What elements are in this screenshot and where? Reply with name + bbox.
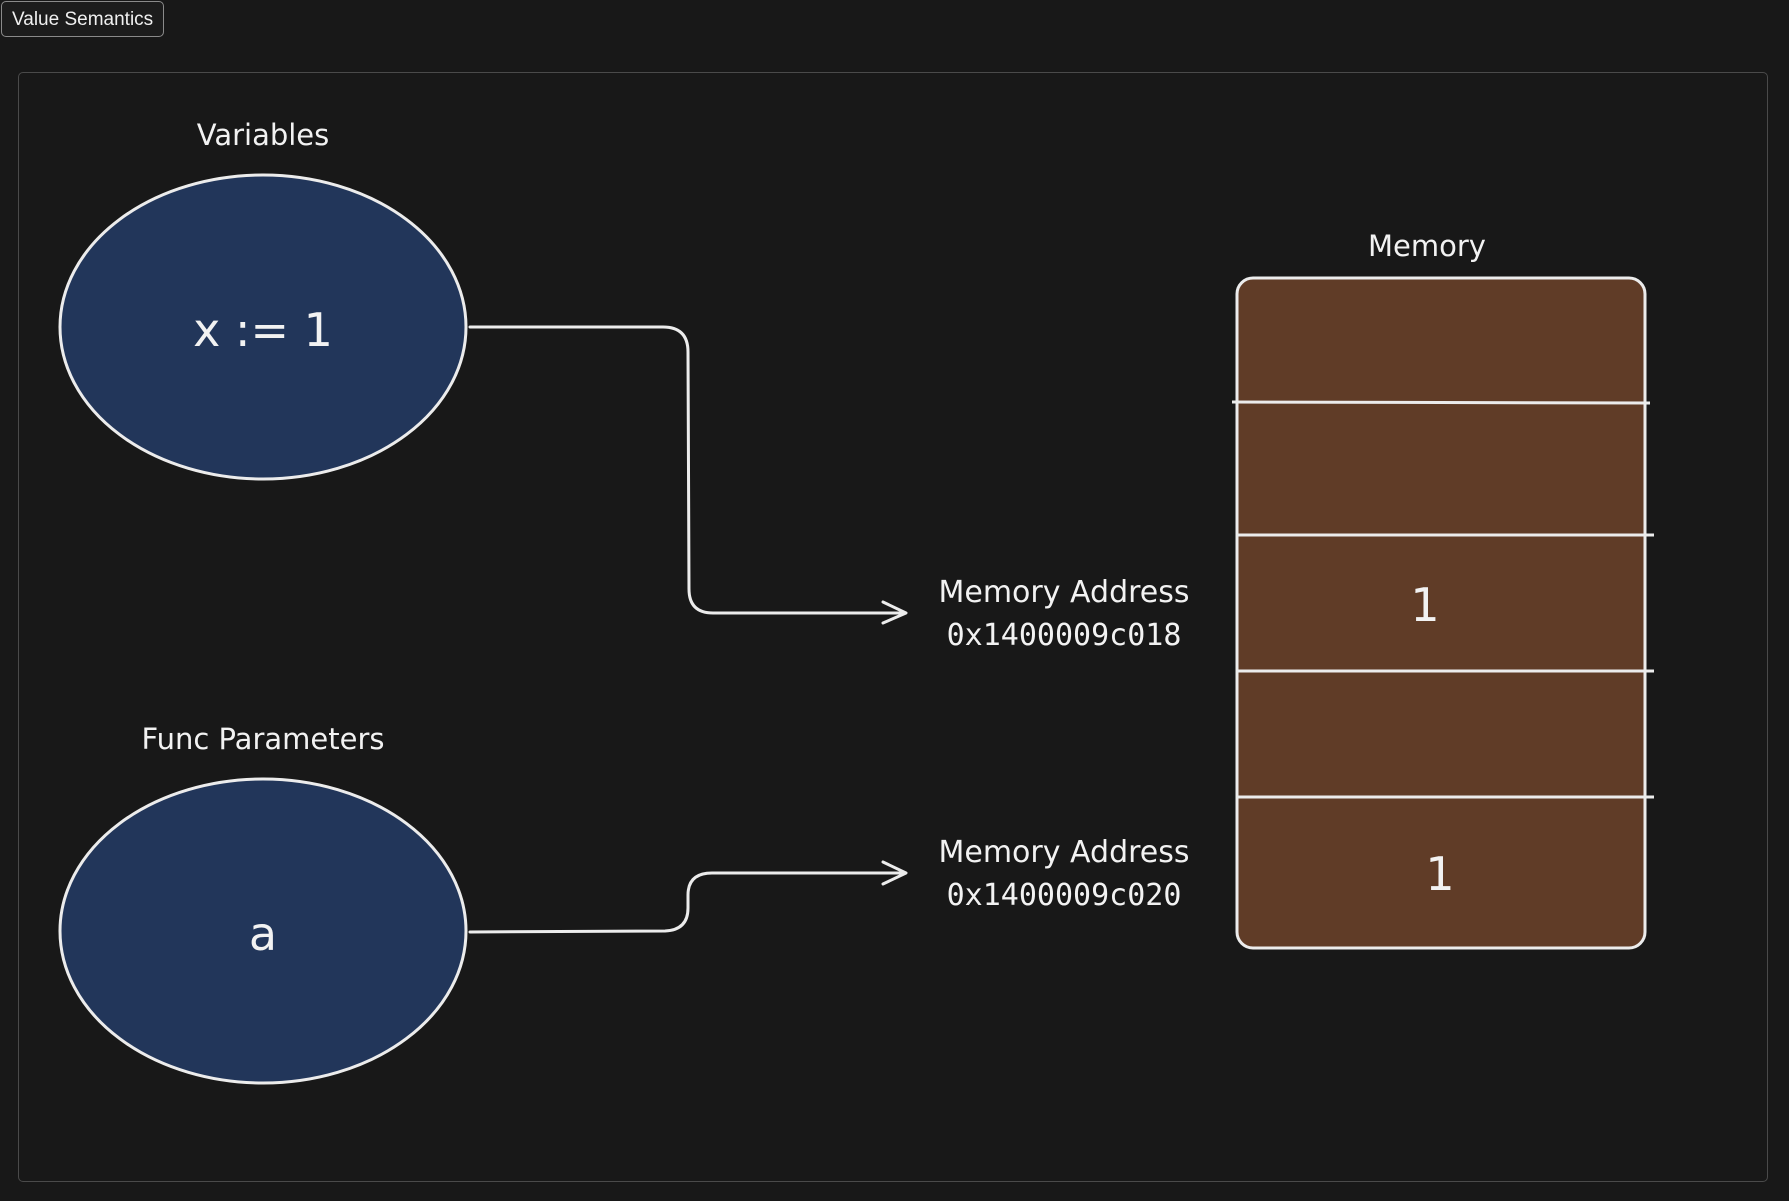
parameter-node-text: a <box>249 907 277 961</box>
parameter-to-address-arrow <box>468 860 908 934</box>
variables-heading: Variables <box>197 118 330 152</box>
memory-cell-5-value: 1 <box>1425 847 1454 901</box>
memory-cell-divider <box>1231 400 1651 405</box>
variable-to-address-arrow <box>468 325 908 625</box>
memory-cell-3-value: 1 <box>1410 578 1439 632</box>
parameter-node[interactable]: a <box>58 777 468 1085</box>
memory-heading: Memory <box>1368 229 1486 263</box>
memory-address-1-label: Memory Address <box>938 575 1189 610</box>
memory-address-2-label: Memory Address <box>938 835 1189 870</box>
memory-block: 1 1 <box>1231 276 1654 950</box>
variable-node-text: x := 1 <box>193 303 333 357</box>
memory-address-2: Memory Address 0x1400009c020 <box>938 835 1189 913</box>
func-parameters-heading: Func Parameters <box>141 722 384 756</box>
memory-address-1: Memory Address 0x1400009c018 <box>938 575 1189 653</box>
memory-address-2-value: 0x1400009c020 <box>947 878 1182 913</box>
memory-address-1-value: 0x1400009c018 <box>947 618 1182 653</box>
frame-title-tab[interactable]: Value Semantics <box>1 1 165 37</box>
variable-node[interactable]: x := 1 <box>58 173 468 481</box>
diagram-frame <box>18 72 1768 1182</box>
